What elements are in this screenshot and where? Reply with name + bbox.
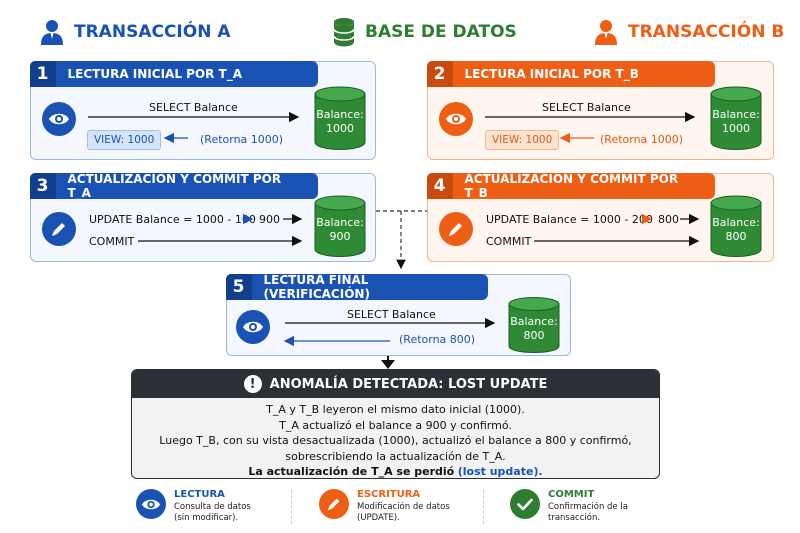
anomaly-body: T_A y T_B leyeron el mismo dato inicial … xyxy=(132,398,659,478)
anomaly-conclusion-text: La actualización de T_A se perdió xyxy=(248,465,455,478)
eye-icon xyxy=(136,489,166,519)
legend-item-read: LECTURA Consulta de datos (sin modificar… xyxy=(136,489,269,524)
database-value: Balance: 800 xyxy=(510,315,558,342)
anomaly-line: sobrescribiendo la actualización de T_A. xyxy=(285,449,506,463)
database-value: Balance: 800 xyxy=(712,216,760,243)
step-title: LECTURA INICIAL POR T_B xyxy=(452,60,715,87)
header-transaction-b: TRANSACCIÓN B xyxy=(594,14,784,50)
step-5-title-bar: 5 LECTURA FINAL (VERIFICACIÓN) xyxy=(225,273,488,300)
database-value: Balance: 900 xyxy=(316,216,364,243)
eye-icon xyxy=(439,102,473,136)
legend-desc: Consulta de datos (sin modificar). xyxy=(174,502,251,523)
database-cylinder-5: Balance: 800 xyxy=(508,297,560,354)
step-title: LECTURA FINAL (VERIFICACIÓN) xyxy=(251,273,488,300)
anomaly-box: ! ANOMALÍA DETECTADA: LOST UPDATE T_A y … xyxy=(131,369,660,479)
step-4-title-bar: 4 ACTUALIZACIÓN Y COMMIT POR T_B xyxy=(426,172,715,199)
commit-text: COMMIT xyxy=(486,235,532,248)
anomaly-conclusion-highlight: (lost update). xyxy=(457,465,543,478)
eye-icon xyxy=(42,102,76,136)
step-number: 1 xyxy=(29,60,56,87)
anomaly-conclusion: La actualización de T_A se perdió (lost … xyxy=(132,464,659,478)
header-database: BASE DE DATOS xyxy=(333,14,517,50)
select-query: SELECT Balance xyxy=(347,308,436,321)
view-value: VIEW: 1000 xyxy=(485,130,560,150)
returns-text: (Retorna 800) xyxy=(399,333,476,346)
commit-text: COMMIT xyxy=(89,235,135,248)
returns-text: (Retorna 1000) xyxy=(200,133,284,146)
step-number: 3 xyxy=(29,172,56,199)
database-value: Balance: 1000 xyxy=(316,108,364,135)
transaction-b-label: TRANSACCIÓN B xyxy=(628,22,785,42)
legend-item-commit: COMMIT Confirmación de la transacción. xyxy=(510,489,643,524)
anomaly-line: T_A y T_B leyeron el mismo dato inicial … xyxy=(266,403,525,416)
database-label: BASE DE DATOS xyxy=(365,22,517,42)
legend-desc: Confirmación de la transacción. xyxy=(548,502,628,523)
pencil-icon xyxy=(439,212,473,246)
pencil-icon xyxy=(42,212,76,246)
database-value: Balance: 1000 xyxy=(712,108,760,135)
pencil-icon xyxy=(319,489,349,519)
legend-desc: Modificación de datos (UPDATE). xyxy=(357,502,450,523)
step-title: LECTURA INICIAL POR T_A xyxy=(55,60,318,87)
database-cylinder-1: Balance: 1000 xyxy=(314,86,366,151)
step-number: 5 xyxy=(225,273,252,300)
header-transaction-a: TRANSACCIÓN A xyxy=(40,14,231,50)
update-query: UPDATE Balance = 1000 - 100 xyxy=(89,213,256,226)
anomaly-header: ! ANOMALÍA DETECTADA: LOST UPDATE xyxy=(132,370,659,398)
user-icon xyxy=(595,20,617,45)
select-query: SELECT Balance xyxy=(149,101,238,114)
update-result: 800 xyxy=(658,213,679,226)
legend-item-write: ESCRITURA Modificación de datos (UPDATE)… xyxy=(319,489,452,524)
update-result: 900 xyxy=(259,213,280,226)
view-value: VIEW: 1000 xyxy=(87,130,162,150)
legend-divider xyxy=(483,490,484,524)
database-cylinder-4: Balance: 800 xyxy=(710,195,762,258)
legend-divider xyxy=(291,490,292,524)
select-query: SELECT Balance xyxy=(542,101,631,114)
step-number: 4 xyxy=(426,172,453,199)
database-icon xyxy=(333,18,355,47)
check-icon xyxy=(510,489,540,519)
legend-title: ESCRITURA xyxy=(357,489,421,500)
returns-text: (Retorna 1000) xyxy=(600,133,684,146)
step-2-title-bar: 2 LECTURA INICIAL POR T_B xyxy=(426,60,715,87)
legend-title: COMMIT xyxy=(548,489,595,500)
step-title: ACTUALIZACIÓN Y COMMIT POR T_A xyxy=(55,172,318,199)
transaction-a-label: TRANSACCIÓN A xyxy=(74,22,231,42)
anomaly-line: Luego T_B, con su vista desactualizada (… xyxy=(159,434,632,447)
update-query: UPDATE Balance = 1000 - 200 xyxy=(486,213,653,226)
anomaly-line: T_A actualizó el balance a 900 y confirm… xyxy=(279,418,512,432)
anomaly-title: ANOMALÍA DETECTADA: LOST UPDATE xyxy=(269,376,548,392)
step-title: ACTUALIZACIÓN Y COMMIT POR T_B xyxy=(452,172,715,199)
step-3-title-bar: 3 ACTUALIZACIÓN Y COMMIT POR T_A xyxy=(29,172,318,199)
eye-icon xyxy=(236,310,270,344)
database-cylinder-3: Balance: 900 xyxy=(314,195,366,258)
database-cylinder-2: Balance: 1000 xyxy=(710,86,762,151)
legend-title: LECTURA xyxy=(174,489,225,500)
step-1-title-bar: 1 LECTURA INICIAL POR T_A xyxy=(29,60,318,87)
step-2-panel: 2 LECTURA INICIAL POR T_B SELECT Balance… xyxy=(426,60,774,160)
step-number: 2 xyxy=(426,60,453,87)
user-icon xyxy=(41,20,63,45)
warning-icon: ! xyxy=(243,375,262,393)
